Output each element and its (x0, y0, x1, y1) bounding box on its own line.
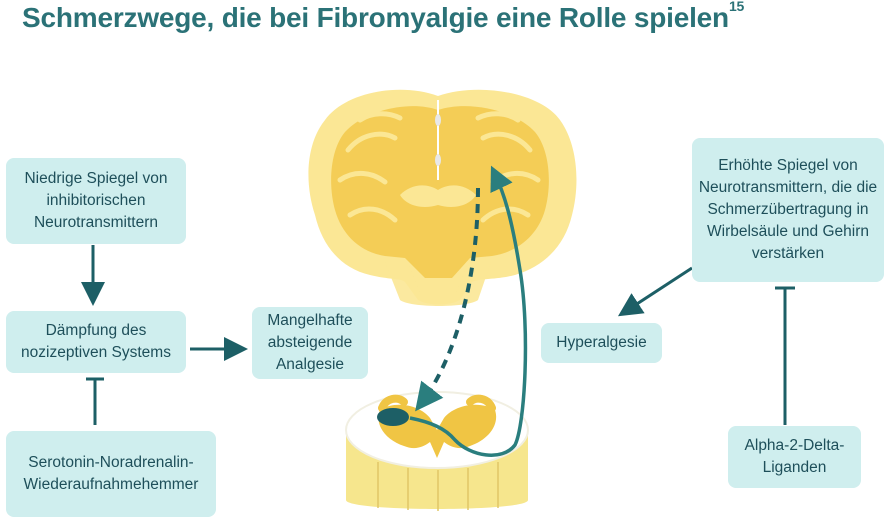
footnote-ref: 15 (728, 0, 745, 14)
brain-illustration (308, 89, 577, 306)
pathways (377, 165, 528, 457)
ascending-pathway-arrow (409, 165, 528, 457)
page-title: Schmerzwege, die bei Fibromyalgie eine R… (22, 0, 745, 34)
box-snri: Serotonin-Noradrenalin-Wiederaufnahmehem… (6, 431, 216, 517)
box-dampening: Dämpfung des nozizeptiven Systems (6, 311, 186, 373)
arrow-elevated-to-hyperalgesia (617, 266, 693, 317)
neuron-body (377, 408, 409, 426)
box-descending-analgesia: Mangelhafte absteigende Analgesie (252, 307, 368, 379)
spinal-cord-illustration (345, 391, 529, 511)
box-elevated-neurotransmitters: Erhöhte Spiegel von Neurotransmittern, d… (692, 138, 884, 282)
box-alpha2-delta: Alpha-2-Delta-Liganden (728, 426, 861, 488)
connectors (81, 245, 795, 425)
descending-pathway-arrow (415, 187, 480, 412)
box-low-inhibitory: Niedrige Spiegel von inhibitorischen Neu… (6, 158, 186, 244)
box-hyperalgesia: Hyperalgesie (541, 323, 662, 363)
